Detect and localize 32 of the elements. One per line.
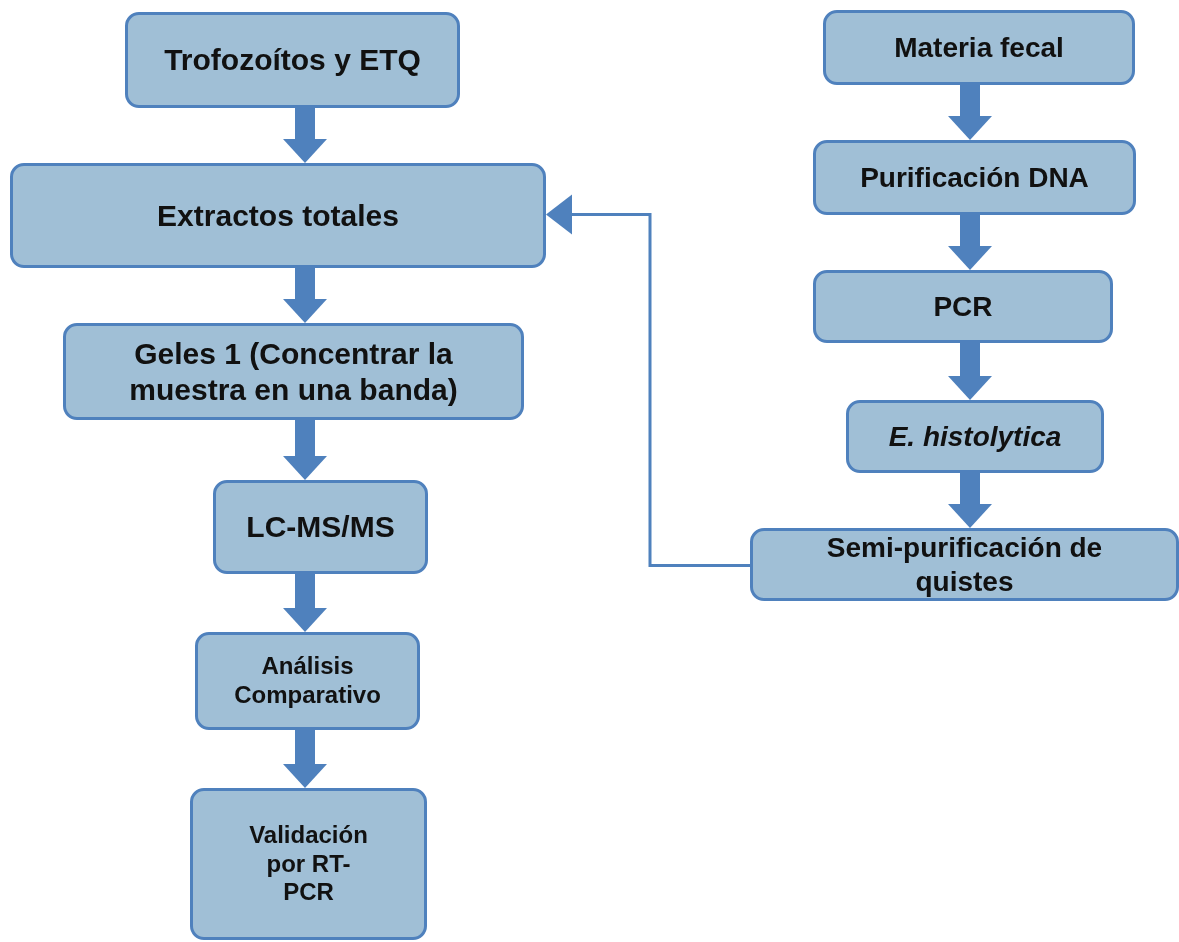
arrow [948, 343, 992, 400]
step-label: LC-MS/MS [246, 509, 395, 545]
process-box [813, 140, 1136, 215]
step-label: Extractos totales [157, 197, 399, 234]
process-box [846, 400, 1104, 473]
step-label: E. histolytica [888, 419, 1062, 454]
process-box [823, 10, 1135, 85]
step-label: Semi-purificación de quistes [825, 530, 1104, 599]
process-box [195, 632, 420, 730]
process-box [63, 323, 524, 420]
step-label: Trofozoítos y ETQ [164, 42, 421, 78]
arrow [283, 268, 327, 323]
step-label: Validación por RT-PCR [248, 820, 369, 908]
process-box [213, 480, 428, 574]
arrow [283, 730, 327, 788]
arrow [948, 85, 992, 140]
step-label: Análisis Comparativo [233, 652, 382, 710]
step-label: Materia fecal [894, 30, 1064, 65]
process-box [750, 528, 1179, 601]
arrow [546, 194, 750, 567]
arrow [283, 420, 327, 480]
arrow [948, 473, 992, 528]
process-box [813, 270, 1113, 343]
process-box [190, 788, 427, 940]
process-box [125, 12, 460, 108]
step-label: Purificación DNA [860, 160, 1089, 195]
step-label: PCR [933, 289, 993, 324]
arrow [948, 215, 992, 270]
step-label: Geles 1 (Concentrar la muestra en una banda) [128, 335, 459, 408]
arrow [283, 108, 327, 163]
arrow [283, 574, 327, 632]
process-box [10, 163, 546, 268]
